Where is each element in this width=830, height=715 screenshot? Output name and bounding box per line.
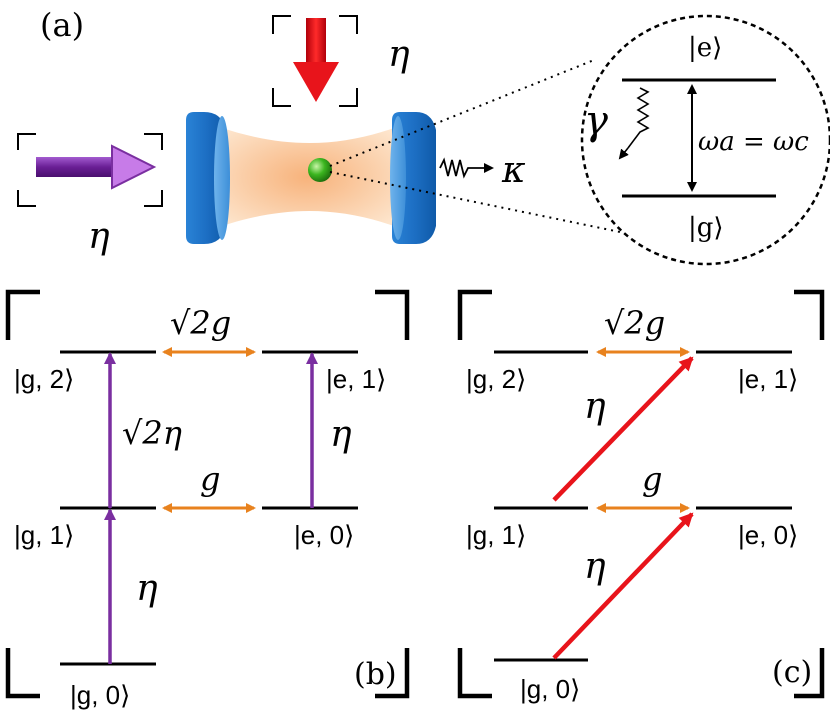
ket-g1: |g, 1⟩ [466, 520, 526, 550]
ket-e0: |e, 0⟩ [738, 520, 798, 550]
zoom-line-upper [329, 59, 595, 167]
panel-b-label: (b) [354, 657, 397, 692]
side-pump-frame [17, 133, 163, 207]
top-pump-frame [272, 15, 358, 107]
ket-excited: |e⟩ [688, 33, 722, 63]
zoom-circle [580, 14, 830, 266]
ket-e0: |e, 0⟩ [294, 520, 354, 550]
cavity-decay-label: κ [501, 150, 526, 191]
resonance-label: ωa = ωc [698, 127, 809, 157]
panel-b-bracket-bl [5, 648, 40, 699]
right-mirror [390, 112, 436, 244]
cavity-decay-wiggle [439, 157, 474, 179]
atom [308, 158, 332, 182]
panel-b-bracket-tr [375, 289, 410, 340]
panel-c-bracket-br [794, 648, 825, 699]
drive-arrow-lower [552, 512, 694, 660]
panel-c: √2g g η η |g, 2⟩ |e, 1⟩ |g, 1⟩ |e, 0⟩ |g… [457, 289, 825, 704]
ket-e1: |e, 1⟩ [738, 364, 798, 394]
pump-side-label: η [88, 216, 110, 257]
ket-g1: |g, 1⟩ [14, 520, 74, 550]
drive-arrow-upper [552, 356, 694, 502]
purple-pump-arrow [36, 144, 157, 190]
panel-a: (a) η η [17, 6, 830, 266]
panel-a-label: (a) [40, 6, 84, 44]
cavity-mode [205, 122, 410, 232]
red-pump-arrow [293, 18, 339, 102]
atom-decay-label: γ [584, 98, 608, 144]
coupling-bottom-label: g [642, 460, 662, 498]
left-mirror [186, 112, 230, 244]
ket-g2: |g, 2⟩ [14, 364, 74, 394]
panel-c-bracket-tl [457, 289, 492, 340]
panel-c-label: (c) [772, 655, 812, 690]
coupling-top-label: √2g [604, 304, 665, 342]
drive-right-label: η [330, 414, 352, 455]
panel-b-bracket-tl [5, 289, 40, 340]
drive-upper-label: √2η [122, 414, 182, 452]
drive-lower-label: η [584, 546, 606, 587]
atom-decay-wiggle [627, 87, 650, 149]
pump-top-label: η [388, 34, 410, 75]
panel-c-bracket-tr [794, 289, 825, 340]
panel-c-bracket-bl [457, 648, 492, 699]
drive-upper-label: η [584, 386, 606, 427]
ket-g0: |g, 0⟩ [520, 674, 580, 704]
drive-lower-label: η [136, 568, 158, 609]
ket-e1: |e, 1⟩ [326, 364, 386, 394]
ket-ground: |g⟩ [688, 213, 724, 243]
ket-g0: |g, 0⟩ [70, 680, 130, 710]
panel-b: √2g g √2η η η |g, 2⟩ |e, 1⟩ |g, 1⟩ |e, 0… [5, 289, 410, 710]
panel-b-bracket-br [375, 648, 410, 699]
coupling-top-label: √2g [170, 304, 231, 342]
zoom-line-lower [329, 171, 621, 233]
ket-g2: |g, 2⟩ [466, 364, 526, 394]
coupling-bottom-label: g [200, 460, 220, 498]
